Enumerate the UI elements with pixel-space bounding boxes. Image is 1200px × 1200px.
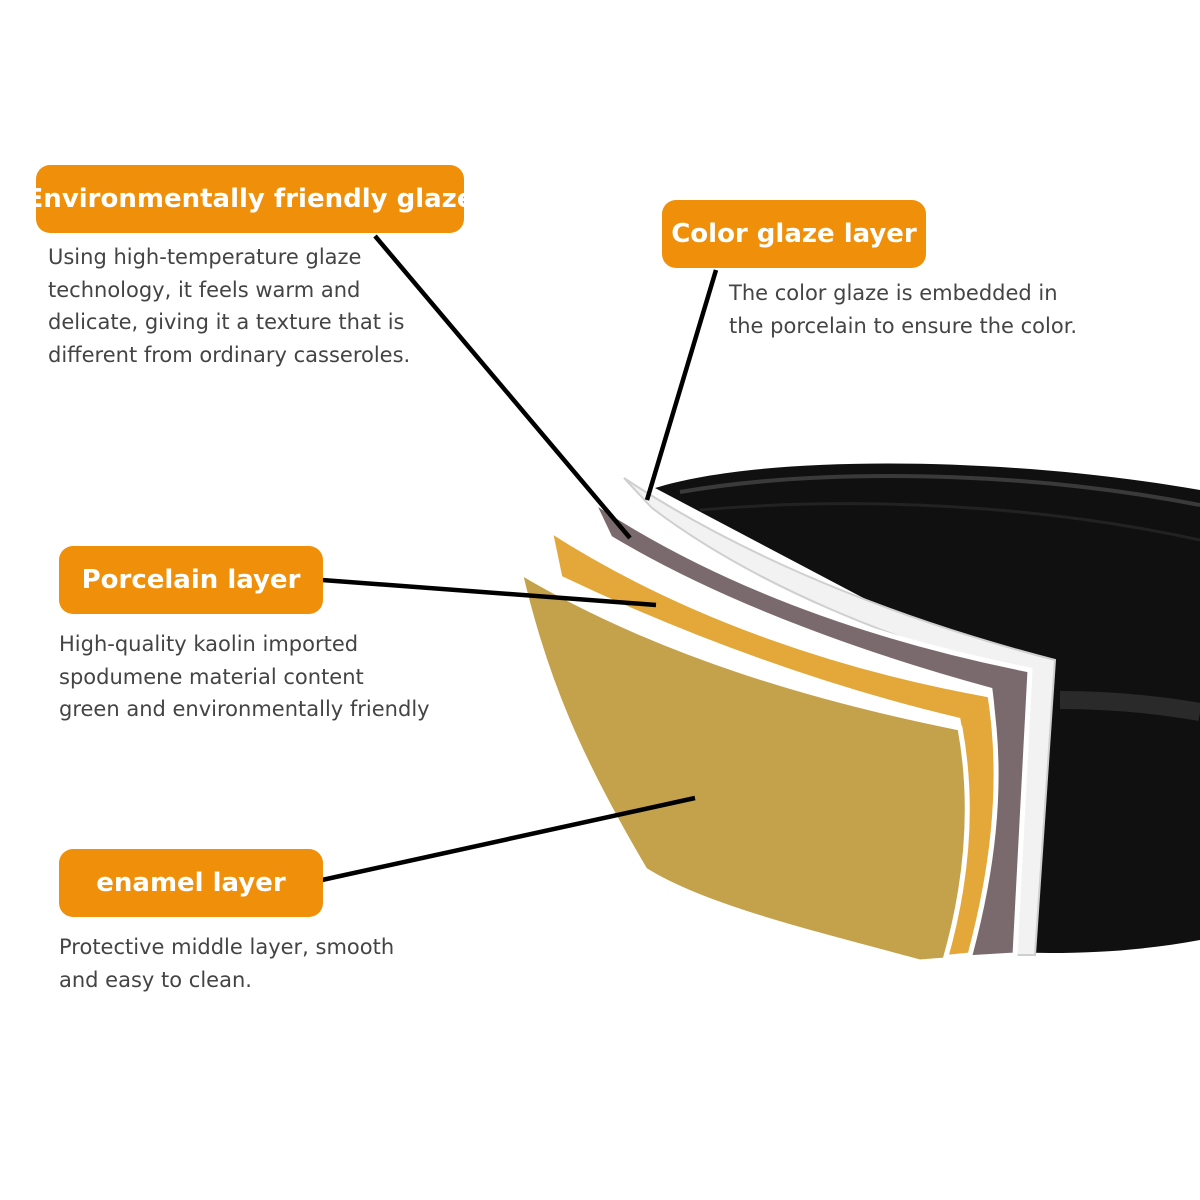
color-glaze-title-badge: Color glaze layer [662, 200, 926, 268]
enamel-description: Protective middle layer, smooth and easy… [59, 931, 394, 996]
glaze-description-line: delicate, giving it a texture that is [48, 310, 405, 334]
enamel-description-line: and easy to clean. [59, 967, 252, 992]
enamel-layer-sheet [516, 566, 970, 965]
pot-rim-shadow [699, 502, 1200, 542]
porcelain-description-line: green and environmentally friendly [59, 697, 430, 721]
glaze-title-badge: Environmentally friendly glaze [26, 165, 474, 233]
porcelain-leader-line [321, 577, 657, 608]
pot-rim-highlight [679, 474, 1200, 507]
glaze-description-line: different from ordinary casseroles. [48, 342, 411, 367]
color-glaze-description: The color glaze is embedded in the porce… [729, 277, 1077, 342]
enamel-leader-line [321, 795, 696, 883]
enamel-description-line: Protective middle layer, smooth [59, 935, 395, 959]
color-glaze-description-line: the porcelain to ensure the color. [729, 313, 1078, 338]
porcelain-description-line: spodumene material content [59, 664, 364, 689]
porcelain-title-badge: Porcelain layer [59, 546, 323, 614]
glaze-description-line: Using high-temperature glaze [48, 245, 362, 269]
porcelain-description: High-quality kaolin imported spodumene m… [59, 628, 430, 726]
color-glaze-description-line: The color glaze is embedded in [729, 281, 1058, 305]
pot-body [655, 463, 1200, 953]
glaze-description-line: technology, it feels warm and [48, 277, 361, 302]
color-glaze-leader-line [644, 269, 719, 501]
pot-body-sheen [1059, 691, 1200, 721]
glaze-description: Using high-temperature glaze technology,… [48, 241, 410, 371]
enamel-title-badge: enamel layer [59, 849, 323, 917]
porcelain-description-line: High-quality kaolin imported [59, 632, 359, 656]
glaze-leader-line [373, 234, 632, 540]
